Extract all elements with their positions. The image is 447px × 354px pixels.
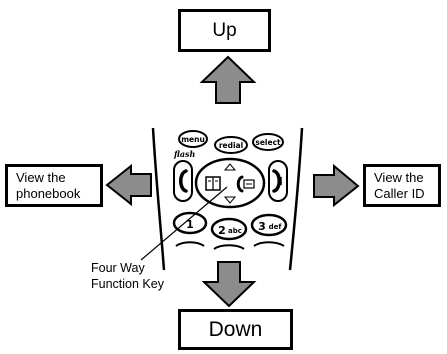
off-key[interactable] <box>268 160 288 202</box>
up-arrow-icon <box>199 55 257 104</box>
talk-key[interactable] <box>173 160 193 202</box>
key-3-label: 3 <box>258 220 266 233</box>
four-way-function-key[interactable] <box>194 157 266 209</box>
key-1[interactable]: 1 <box>172 211 208 235</box>
caller-id-label: View the Caller ID <box>374 169 425 201</box>
key-3-sublabel: def <box>269 223 283 231</box>
select-key-label: select <box>255 138 281 147</box>
key-2-label: 2 <box>218 224 226 237</box>
caller-id-label-box: View the Caller ID <box>363 164 441 207</box>
up-label: Up <box>212 19 237 41</box>
talk-handset-icon <box>179 169 188 193</box>
up-label-box: Up <box>178 9 271 52</box>
left-arrow-icon <box>105 163 152 207</box>
phonebook-icon <box>205 176 221 191</box>
handset-right-edge <box>288 127 304 271</box>
callout-leader-line <box>140 186 228 261</box>
four-way-key-callout: Four Way Function Key <box>91 261 164 291</box>
down-label-box: Down <box>178 309 293 350</box>
caller-id-icon <box>236 175 255 193</box>
right-arrow-icon <box>313 163 360 208</box>
key-2-sublabel: abc <box>228 227 242 235</box>
menu-key[interactable]: menu <box>178 130 208 148</box>
nav-up-icon <box>223 163 237 171</box>
down-label: Down <box>208 317 263 341</box>
key-2[interactable]: 2 abc <box>210 217 248 241</box>
select-key[interactable]: select <box>252 133 284 151</box>
phonebook-label-box: View the phonebook <box>5 164 103 207</box>
phonebook-label: View the phonebook <box>16 169 81 201</box>
redial-key[interactable]: redial <box>214 136 248 154</box>
handset-left-edge <box>151 127 166 271</box>
key-3[interactable]: 3 def <box>250 213 288 237</box>
flash-label: flash <box>173 149 196 159</box>
redial-key-label: redial <box>219 141 243 150</box>
menu-key-label: menu <box>181 135 205 144</box>
nav-down-icon <box>223 196 237 204</box>
down-arrow-icon <box>201 261 257 308</box>
key-1-label: 1 <box>186 218 194 231</box>
off-handset-icon <box>272 169 281 193</box>
partial-keys-row <box>175 241 285 250</box>
